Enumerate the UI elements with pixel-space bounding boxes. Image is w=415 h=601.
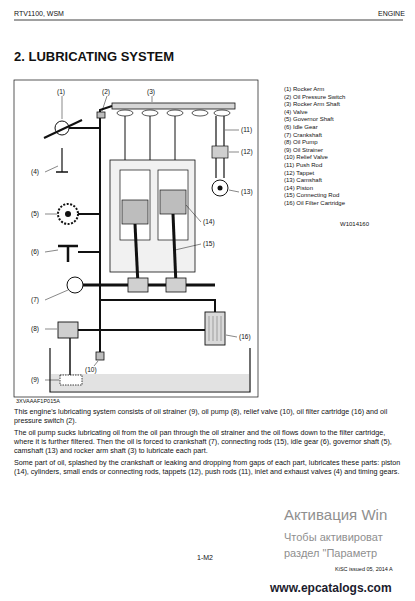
callout-number: (14) (202, 218, 216, 225)
callout-number: (4) (30, 168, 40, 175)
callout-number: (5) (30, 210, 40, 217)
relief-valve (96, 352, 104, 360)
watermark: раздел "Параметр (284, 547, 377, 560)
oil-pan (50, 348, 250, 392)
issue-note: KiSC issued 05, 2014 A (335, 566, 393, 572)
page-number: 1-M2 (197, 554, 213, 562)
part-key: (12) Tappet (284, 170, 314, 177)
part-key: (3) Rocker Arm Shaft (284, 101, 340, 108)
callout-number: (10) (84, 366, 98, 373)
part-key: (8) Oil Pump (284, 139, 318, 146)
callout-number: (16) (238, 333, 252, 340)
watermark: Чтобы активироват (284, 531, 383, 544)
figure-code: W1014160 (340, 221, 369, 228)
page-title: 2. LUBRICATING SYSTEM (14, 50, 174, 65)
body-paragraph: The oil pump sucks lubricating oil from … (14, 428, 402, 455)
callout-number: (13) (240, 188, 254, 195)
callout-number: (12) (240, 148, 254, 155)
body-paragraph: This engine's lubricating system consist… (14, 407, 402, 425)
callout-number: (15) (202, 240, 216, 247)
part-key: (6) Idle Gear (284, 124, 318, 131)
callout-number: (2) (101, 88, 111, 95)
body-paragraph: Some part of oil, splashed by the cranks… (14, 458, 402, 476)
callout-number: (3) (146, 88, 156, 95)
figure-frame (14, 80, 258, 397)
part-key: (15) Connecting Rod (284, 192, 339, 199)
pressure-switch (97, 112, 105, 118)
left-details (44, 120, 82, 385)
watermark-url: www.epcatalogs.com (270, 582, 392, 596)
part-key: (10) Relief Valve (284, 154, 328, 161)
crankshaft (67, 277, 215, 293)
callout-number: (8) (30, 325, 40, 332)
header-text: RTV1100, WSM (14, 10, 64, 18)
part-key: (2) Oil Pressure Switch (284, 94, 345, 101)
valve-train (112, 103, 235, 196)
part-key: (9) Oil Strainer (284, 147, 323, 154)
leader-lines (45, 96, 239, 380)
part-key: (11) Push Rod (284, 162, 322, 169)
part-key: (14) Piston (284, 185, 313, 192)
oil-filter (205, 312, 225, 345)
body-text: This engine's lubricating system consist… (14, 407, 402, 479)
figure-code: 3XVAAAF1P015A (16, 398, 60, 404)
engine-block (110, 160, 195, 285)
header-text: ENGINE (378, 10, 405, 18)
part-key: (7) Crankshaft (284, 132, 322, 139)
callout-number: (9) (30, 376, 40, 383)
callout-number: (11) (240, 126, 253, 133)
watermark: Активация Win (284, 506, 387, 523)
part-key: (4) Valve (284, 109, 308, 116)
callout-number: (1) (56, 88, 66, 95)
part-key: (16) Oil Filter Cartridge (284, 200, 345, 207)
part-key: (5) Governor Shaft (284, 116, 334, 123)
part-key: (1) Rocker Arm (284, 86, 324, 93)
oil-passages (69, 106, 215, 352)
callout-number: (6) (30, 248, 40, 255)
callout-number: (7) (30, 296, 40, 303)
header-rule (14, 20, 403, 21)
part-key: (13) Camshaft (284, 177, 322, 184)
